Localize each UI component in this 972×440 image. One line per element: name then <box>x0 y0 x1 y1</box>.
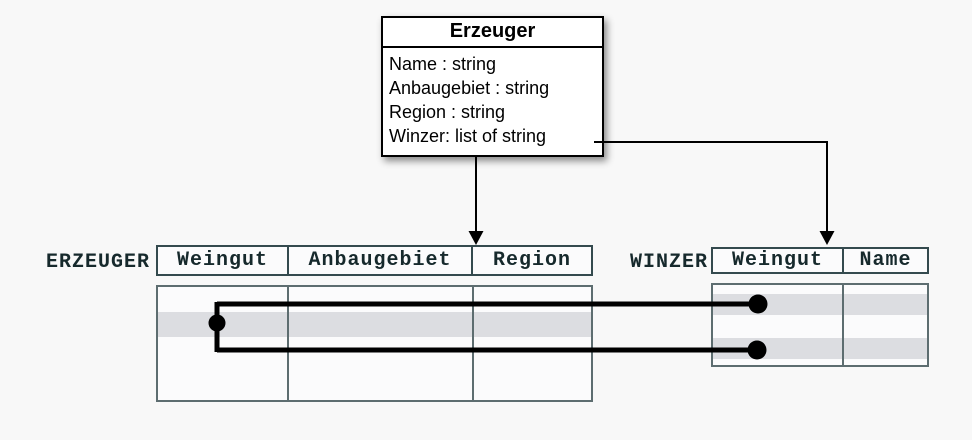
winzer-column-weingut: Weingut <box>731 249 823 272</box>
erzeuger-column-divider-2 <box>472 287 474 400</box>
winzer-table-body <box>711 283 929 367</box>
class-attribute-list: Name : string Anbaugebiet : string Regio… <box>383 48 602 155</box>
class-title: Erzeuger <box>383 18 602 48</box>
class-attribute-anbaugebiet: Anbaugebiet : string <box>389 78 550 98</box>
erzeuger-table-header: Weingut Anbaugebiet Region <box>156 245 593 276</box>
erzeuger-table-label: ERZEUGER <box>45 251 150 274</box>
class-attribute-name: Name : string <box>389 54 497 74</box>
arrowhead-down-icon <box>468 231 484 245</box>
erzeuger-highlighted-row <box>158 312 591 337</box>
class-box-erzeuger: Erzeuger Name : string Anbaugebiet : str… <box>381 16 604 157</box>
winzer-table-header: Weingut Name <box>711 247 929 274</box>
erzeuger-column-weingut: Weingut <box>176 249 268 272</box>
class-attribute-winzer: Winzer: list of string <box>389 126 547 146</box>
winzer-column-name: Name <box>842 249 927 272</box>
erzeuger-column-divider-1 <box>287 287 289 400</box>
arrow-classbox-to-erzeuger <box>468 156 484 245</box>
winzer-highlighted-row-2 <box>713 338 927 359</box>
erzeuger-column-anbaugebiet: Anbaugebiet <box>287 247 471 274</box>
winzer-highlighted-row-1 <box>713 294 927 315</box>
erzeuger-table-body <box>156 285 593 402</box>
winzer-column-divider <box>842 285 844 365</box>
winzer-table-label: WINZER <box>629 251 708 274</box>
class-attribute-region: Region : string <box>389 102 506 122</box>
arrow-winzer-attribute-to-winzer <box>594 141 835 245</box>
arrowhead-down-icon <box>819 231 835 245</box>
erzeuger-column-region: Region <box>471 247 591 274</box>
